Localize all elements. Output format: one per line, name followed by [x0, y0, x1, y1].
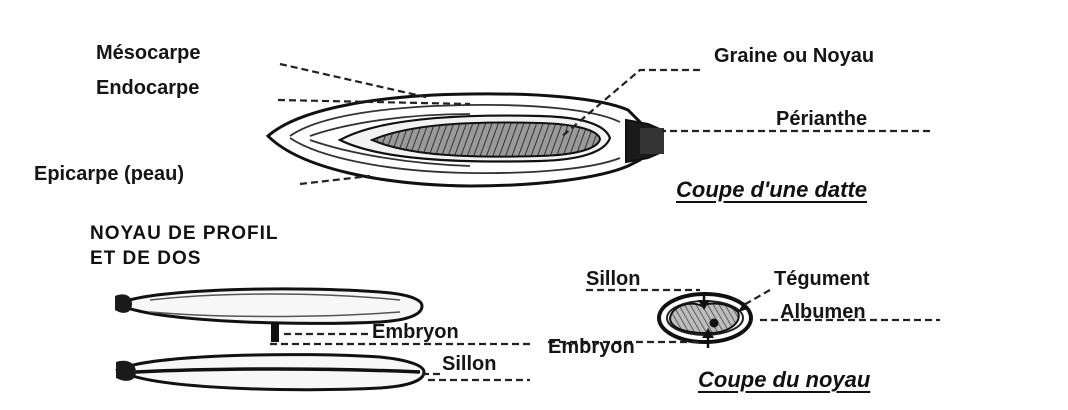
caption-date-section: Coupe d'une datte — [676, 178, 867, 202]
leader-mesocarpe — [280, 64, 430, 98]
label-sillon-cut: Sillon — [586, 268, 640, 290]
leader-epicarpe — [300, 176, 370, 184]
date-fruit-drawing — [268, 94, 664, 186]
pit-embryo — [710, 319, 719, 328]
label-albumen: Albumen — [780, 301, 866, 323]
label-graine: Graine ou Noyau — [714, 45, 874, 67]
label-embryon-profile: Embryon — [372, 321, 459, 343]
label-sillon-profile: Sillon — [442, 353, 496, 375]
label-endocarpe: Endocarpe — [96, 77, 199, 99]
caption-pit-section: Coupe du noyau — [698, 368, 870, 392]
heading-pit-profile-line2: ET DE DOS — [90, 247, 201, 271]
label-mesocarpe: Mésocarpe — [96, 42, 201, 64]
label-perianthe: Périanthe — [776, 108, 867, 130]
heading-pit-profile-line1: NOYAU DE PROFIL — [90, 222, 279, 246]
leader-tegument — [742, 290, 770, 306]
label-embryon-cut: Embryon — [548, 336, 635, 358]
label-epicarpe: Epicarpe (peau) — [34, 163, 184, 185]
label-tegument: Tégument — [774, 268, 870, 290]
